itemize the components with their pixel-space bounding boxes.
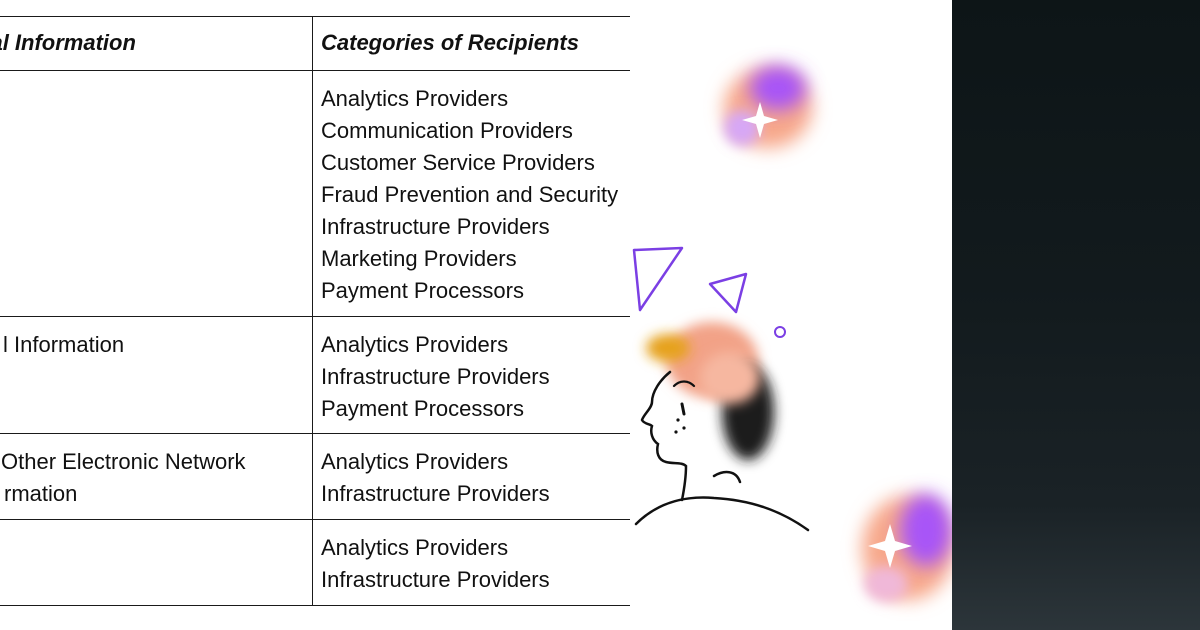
recipients-cell: Analytics Providers Infrastructure Provi… — [312, 316, 630, 434]
table-row: Other Electronic Network rmation Analyti… — [0, 433, 630, 520]
recipients-cell: Analytics Providers Infrastructure Provi… — [312, 433, 630, 520]
recipient-item: Analytics Providers — [321, 86, 509, 111]
illustration-panel — [630, 0, 952, 630]
recipients-table: of Personal Information Categories of Re… — [0, 16, 630, 606]
recipient-item: Customer Service Providers — [321, 150, 595, 175]
recipient-item: Fraud Prevention and Security — [321, 182, 619, 207]
illustration-svg — [632, 66, 952, 602]
recipient-item: Infrastructure Providers — [321, 567, 550, 592]
table-row: Analytics Providers Communication Provid… — [0, 70, 630, 317]
recipient-item: Marketing Providers — [321, 246, 517, 271]
category-cell: Other Electronic Network rmation — [0, 433, 313, 520]
category-text: l Information — [3, 332, 125, 357]
recipient-item: Analytics Providers — [321, 535, 509, 560]
recipient-item: Infrastructure Providers — [321, 481, 550, 506]
sparkle-icon — [868, 524, 912, 568]
gradient-blob-icon — [862, 494, 952, 602]
recipients-cell: Analytics Providers Infrastructure Provi… — [312, 519, 630, 606]
table-row: l Information Analytics Providers Infras… — [0, 316, 630, 434]
category-cell — [0, 70, 313, 317]
recipient-item: Communication Providers — [321, 118, 573, 143]
recipients-table-panel: of Personal Information Categories of Re… — [0, 16, 630, 606]
recipients-cell: Analytics Providers Communication Provid… — [312, 70, 630, 317]
recipient-item: Analytics Providers — [321, 449, 509, 474]
recipient-item: Analytics Providers — [321, 332, 509, 357]
table-row: Analytics Providers Infrastructure Provi… — [0, 519, 630, 606]
category-cell: l Information — [0, 316, 313, 434]
sparkle-icon — [742, 102, 778, 138]
recipient-item: Infrastructure Providers — [321, 364, 550, 389]
circle-icon — [774, 326, 786, 338]
header-personal-information: of Personal Information — [0, 16, 313, 71]
category-text: Other Electronic Network — [1, 449, 246, 474]
dark-background-panel — [952, 0, 1200, 630]
category-text: rmation — [4, 481, 78, 506]
triangle-icon — [632, 246, 684, 312]
triangle-icon — [708, 272, 748, 314]
header-categories-of-recipients: Categories of Recipients — [312, 16, 630, 71]
category-cell — [0, 519, 313, 606]
recipient-item: Payment Processors — [321, 278, 524, 303]
table-header-row: of Personal Information Categories of Re… — [0, 16, 630, 71]
recipient-item: Payment Processors — [321, 396, 524, 421]
gradient-blob-icon — [724, 66, 812, 148]
recipient-item: Infrastructure Providers — [321, 214, 550, 239]
person-profile-icon — [634, 322, 810, 532]
